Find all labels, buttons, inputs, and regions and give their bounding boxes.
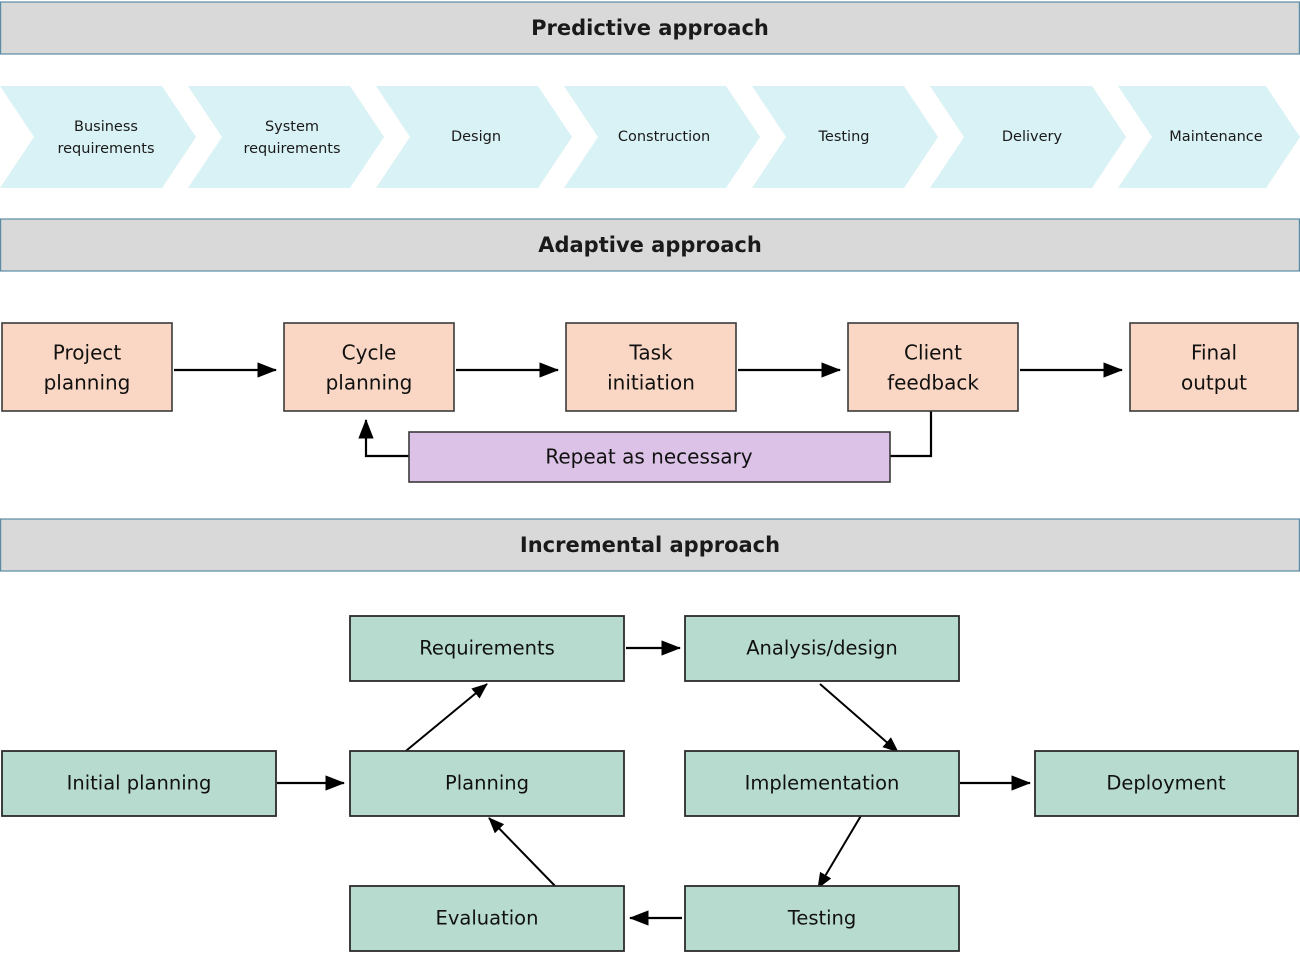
incremental-connectors [277,640,1032,926]
adaptive-box-task-initiation[interactable]: Task initiation [565,322,737,412]
section-title-adaptive: Adaptive approach [538,233,762,257]
incremental-box-analysis-design[interactable]: Analysis/design [684,615,960,682]
box-rect-cycle-planning[interactable] [283,322,455,412]
box-label-project-planning-line2: planning [44,371,131,395]
adaptive-box-repeat[interactable]: Repeat as necessary [408,431,891,483]
incremental-box-evaluation[interactable]: Evaluation [349,885,625,952]
section-header-adaptive [0,218,1300,272]
chevron-sequence: Business requirements System requirement… [0,86,1300,188]
arrow-analysis-to-implementation [819,683,899,753]
box-rect-deployment[interactable] [1034,750,1299,817]
box-label-cycle-planning-line1: Cycle [342,341,397,365]
section-predictive: Predictive approach Business requirement… [0,1,1300,188]
incremental-box-deployment[interactable]: Deployment [1034,750,1299,817]
box-label-implementation: Implementation [745,772,900,795]
chevron-label-3-line1: Design [451,129,501,145]
box-label-task-initiation-line1: Task [628,341,673,365]
arrow-planning-to-requirements [400,683,488,756]
arrow-implementation-to-testing [817,813,863,889]
incremental-box-testing[interactable]: Testing [684,885,960,952]
chevron-label-1-line1: Business [74,119,138,135]
chevron-shape-6[interactable] [930,86,1126,188]
section-title-incremental: Incremental approach [520,533,780,557]
box-rect-task-initiation[interactable] [565,322,737,412]
chevron-label-4-line1: Construction [618,129,710,145]
box-label-requirements: Requirements [419,637,555,660]
section-incremental: Incremental approach Initial planning Re… [0,518,1300,952]
chevron-label-6-line1: Delivery [1002,129,1063,145]
adaptive-box-project-planning[interactable]: Project planning [1,322,173,412]
box-label-planning: Planning [445,772,529,795]
section-header-predictive [0,1,1300,55]
box-rect-implementation[interactable] [684,750,960,817]
chevron-label-1-line2: requirements [57,141,154,157]
box-rect-project-planning[interactable] [1,322,173,412]
chevron-label-2-line1: System [265,119,319,135]
incremental-box-initial-planning[interactable]: Initial planning [1,750,277,817]
adaptive-box-client-feedback[interactable]: Client feedback [847,322,1019,412]
box-label-evaluation: Evaluation [436,907,539,930]
chevron-label-2-line2: requirements [243,141,340,157]
box-rect-testing[interactable] [684,885,960,952]
chevron-shape-4[interactable] [564,86,760,188]
box-rect-final-output[interactable] [1129,322,1299,412]
box-label-client-feedback-line2: feedback [887,371,979,395]
chevron-shape-3[interactable] [376,86,572,188]
box-rect-repeat[interactable] [408,431,891,483]
box-label-client-feedback-line1: Client [904,341,962,365]
incremental-box-requirements[interactable]: Requirements [349,615,625,682]
box-rect-requirements[interactable] [349,615,625,682]
box-label-analysis-design: Analysis/design [746,637,898,660]
box-rect-analysis-design[interactable] [684,615,960,682]
adaptive-box-final-output[interactable]: Final output [1129,322,1299,412]
box-label-cycle-planning-line2: planning [326,371,413,395]
chevron-label-7-line1: Maintenance [1169,129,1262,145]
incremental-box-implementation[interactable]: Implementation [684,750,960,817]
box-label-deployment: Deployment [1106,772,1226,795]
box-label-final-output-line1: Final [1191,341,1237,365]
section-adaptive: Adaptive approach Project planning Cycle… [0,218,1300,483]
chevron-shape-1[interactable] [0,86,196,188]
arrow-evaluation-to-planning [488,817,558,889]
box-label-final-output-line2: output [1181,371,1247,395]
chevron-label-5-line1: Testing [818,129,870,145]
box-label-initial-planning: Initial planning [67,772,212,795]
box-rect-client-feedback[interactable] [847,322,1019,412]
box-label-repeat: Repeat as necessary [545,445,752,469]
box-rect-evaluation[interactable] [349,885,625,952]
chevron-shape-7[interactable] [1118,86,1300,188]
box-rect-planning[interactable] [349,750,625,817]
box-label-project-planning-line1: Project [53,341,122,365]
chevron-shape-2[interactable] [188,86,384,188]
adaptive-box-cycle-planning[interactable]: Cycle planning [283,322,455,412]
section-header-incremental [0,518,1300,572]
box-rect-initial-planning[interactable] [1,750,277,817]
chevron-shape-5[interactable] [752,86,938,188]
section-title-predictive: Predictive approach [531,16,769,40]
incremental-box-planning[interactable]: Planning [349,750,625,817]
box-label-task-initiation-line2: initiation [607,371,695,395]
box-label-testing: Testing [787,907,857,930]
